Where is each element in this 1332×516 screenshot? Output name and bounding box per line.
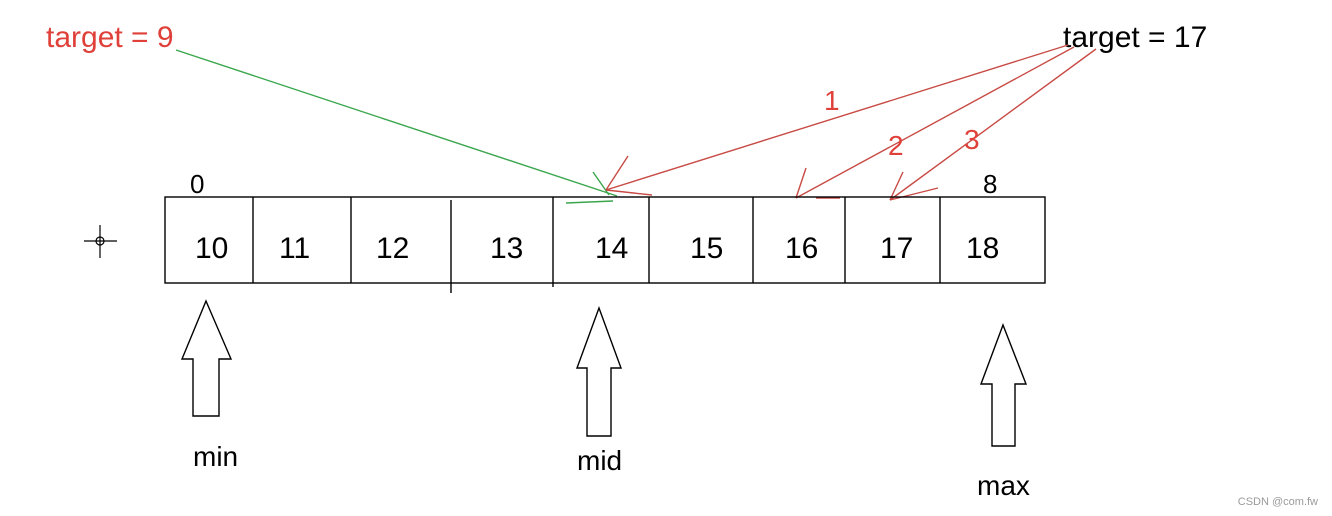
step-3-arrow [889,48,1097,201]
step-1-arrow [605,44,1069,196]
array-values: 10 11 12 13 14 15 16 17 18 [195,232,999,265]
array-cell-1: 11 [279,232,310,265]
array-cell-6: 16 [785,232,818,265]
mid-pointer-arrow [575,305,623,437]
index-start-label: 0 [190,169,204,199]
step-2-arrow [795,46,1075,199]
array-cell-4: 14 [595,232,628,265]
watermark: CSDN @com.fw [1237,496,1318,508]
array-cell-8: 18 [966,232,999,265]
target-9-label: target = 9 [46,21,174,54]
max-pointer-arrow [979,323,1028,447]
array-cell-0: 10 [195,232,228,265]
step-1-label: 1 [824,85,840,116]
array-cell-5: 15 [690,232,723,265]
mid-label: mid [577,445,622,476]
target-17-label: target = 17 [1063,21,1207,54]
max-label: max [977,470,1030,501]
target-9-arrow [175,49,618,204]
step-3-label: 3 [964,124,980,155]
step-2-label: 2 [888,130,904,161]
crosshair-icon [84,225,117,258]
min-label: min [193,441,238,472]
min-pointer-arrow [180,299,233,417]
array-box [164,196,1046,293]
array-cell-2: 12 [376,232,409,265]
index-end-label: 8 [983,169,997,199]
array-cell-7: 17 [880,232,913,265]
array-cell-3: 13 [490,232,523,265]
